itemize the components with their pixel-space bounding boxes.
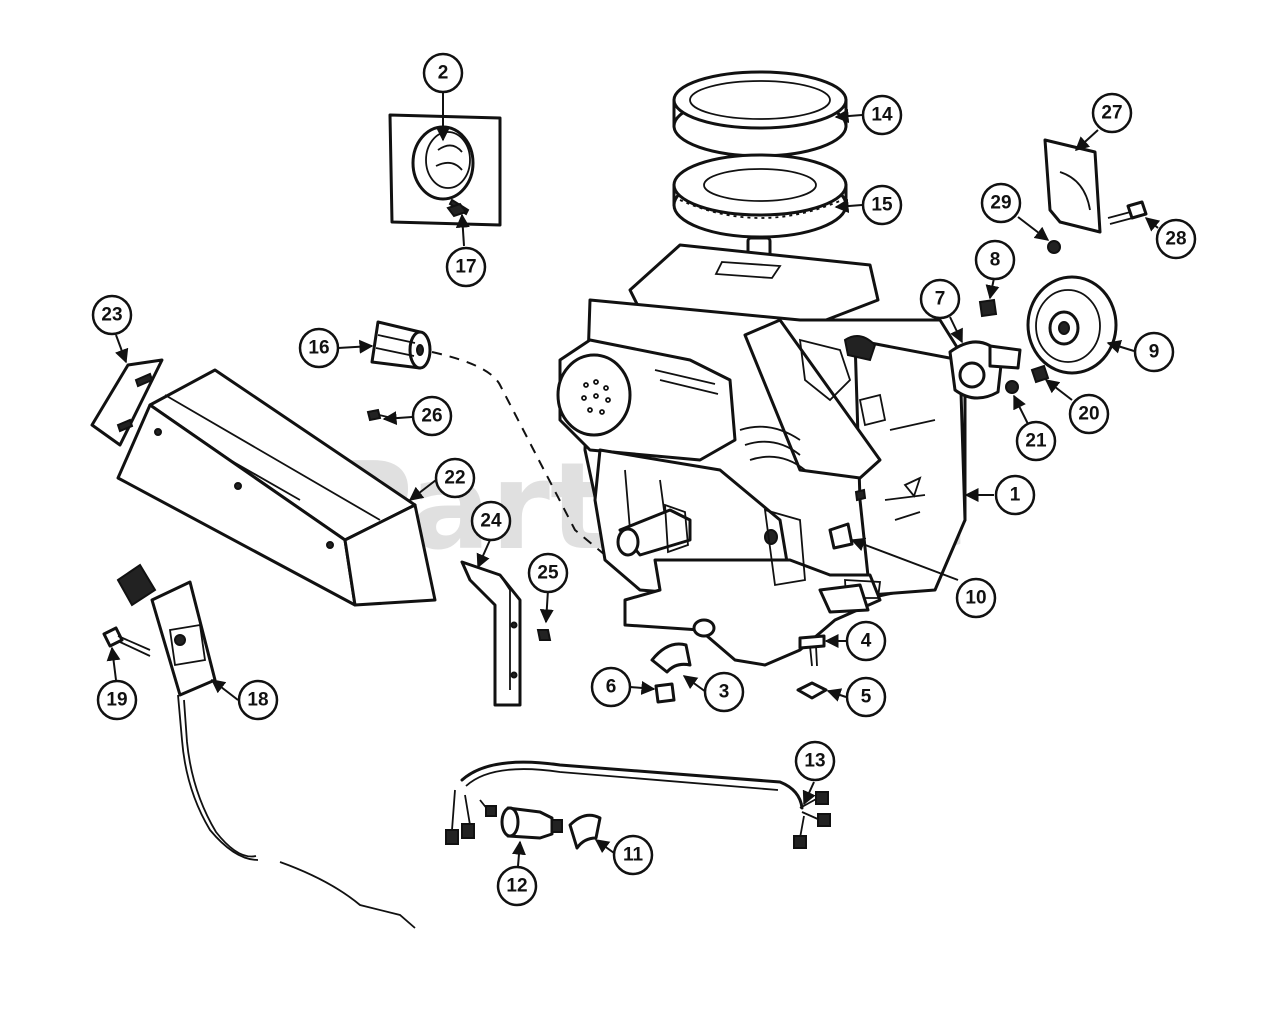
svg-text:3: 3 — [719, 682, 730, 703]
svg-text:24: 24 — [480, 511, 502, 532]
callout-23[interactable]: 23 — [91, 294, 133, 336]
svg-text:11: 11 — [623, 845, 644, 866]
callout-28[interactable]: 28 — [1155, 218, 1197, 260]
svg-text:5: 5 — [861, 687, 872, 708]
callout-26[interactable]: 26 — [411, 395, 453, 437]
callout-18[interactable]: 18 — [237, 679, 279, 721]
callout-10[interactable]: 10 — [955, 577, 997, 619]
part-wire-harness — [445, 760, 831, 849]
svg-text:8: 8 — [990, 250, 1001, 271]
svg-text:23: 23 — [101, 305, 122, 326]
hardware-small-parts — [366, 138, 1148, 850]
callout-11[interactable]: 11 — [612, 834, 654, 876]
part-throttle-control — [116, 563, 416, 929]
callout-27[interactable]: 27 — [1091, 92, 1133, 134]
part-24-plate — [460, 560, 522, 707]
svg-text:21: 21 — [1025, 431, 1047, 452]
part-22-shield — [116, 368, 437, 607]
callout-3[interactable]: 3 — [703, 671, 745, 713]
svg-text:13: 13 — [804, 751, 825, 772]
part-engine — [556, 243, 967, 667]
svg-text:25: 25 — [537, 563, 559, 584]
callout-12[interactable]: 12 — [496, 865, 538, 907]
svg-text:7: 7 — [935, 289, 946, 310]
part-19-bolt — [102, 626, 151, 657]
callout-20[interactable]: 20 — [1068, 393, 1110, 435]
leader-lines — [106, 92, 1161, 867]
callout-9[interactable]: 9 — [1133, 331, 1175, 373]
svg-text:15: 15 — [871, 195, 893, 216]
callout-2[interactable]: 2 — [422, 52, 464, 94]
svg-text:19: 19 — [106, 690, 127, 711]
callout-21[interactable]: 21 — [1015, 420, 1057, 462]
callout-15[interactable]: 15 — [861, 184, 903, 226]
callout-13[interactable]: 13 — [794, 740, 836, 782]
svg-text:28: 28 — [1165, 229, 1186, 250]
callout-16[interactable]: 16 — [298, 327, 340, 369]
part-air-cleaner-cover-ring — [672, 70, 848, 158]
callout-24[interactable]: 24 — [470, 500, 512, 542]
callout-29[interactable]: 29 — [980, 182, 1022, 224]
callout-14[interactable]: 14 — [861, 94, 903, 136]
callout-19[interactable]: 19 — [96, 679, 138, 721]
callout-5[interactable]: 5 — [845, 676, 887, 718]
svg-text:20: 20 — [1078, 404, 1099, 425]
svg-text:2: 2 — [438, 63, 449, 84]
part-10-block — [828, 522, 854, 550]
svg-text:6: 6 — [606, 677, 617, 698]
svg-text:18: 18 — [247, 690, 268, 711]
svg-text:16: 16 — [308, 338, 329, 359]
callout-8[interactable]: 8 — [974, 239, 1016, 281]
fuel-line-dashed — [431, 351, 606, 556]
svg-text:4: 4 — [861, 631, 872, 652]
callout-25[interactable]: 25 — [527, 552, 569, 594]
part-23-bracket — [90, 358, 164, 447]
svg-text:10: 10 — [965, 588, 986, 609]
callout-6[interactable]: 6 — [590, 666, 632, 708]
svg-text:12: 12 — [506, 876, 527, 897]
part-fuel-filter — [370, 320, 432, 370]
callout-4[interactable]: 4 — [845, 620, 887, 662]
part-choke-knob-panel — [388, 113, 502, 227]
callout-17[interactable]: 17 — [445, 246, 487, 288]
part-air-filter-element — [672, 153, 848, 260]
svg-text:9: 9 — [1149, 342, 1160, 363]
svg-text:29: 29 — [990, 193, 1011, 214]
svg-text:22: 22 — [444, 468, 465, 489]
svg-text:1: 1 — [1010, 485, 1021, 506]
svg-text:14: 14 — [871, 105, 893, 126]
svg-text:26: 26 — [421, 406, 442, 427]
svg-text:17: 17 — [455, 257, 476, 278]
svg-text:27: 27 — [1101, 103, 1122, 124]
callout-1[interactable]: 1 — [994, 474, 1036, 516]
callout-7[interactable]: 7 — [919, 278, 961, 320]
callout-22[interactable]: 22 — [434, 457, 476, 499]
